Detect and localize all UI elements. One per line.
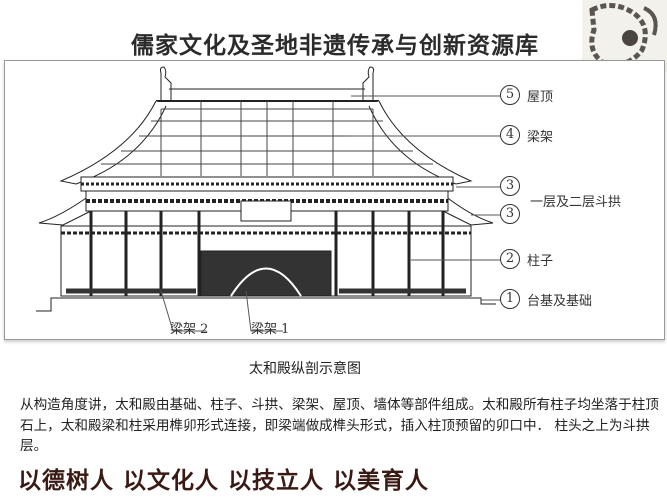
callout-label-columns: 柱子 xyxy=(527,254,554,269)
callout-label-brackets: 一层及二层斗拱 xyxy=(530,195,622,210)
callout-number-3-lower: 3 xyxy=(500,204,520,224)
callout-number-2: 2 xyxy=(500,249,520,269)
slogan: 以德树人 以文化人 以技立人 以美育人 xyxy=(18,467,430,494)
chiwen-left xyxy=(159,66,172,101)
callout-number-3-upper: 3 xyxy=(500,176,520,196)
diagram-frame xyxy=(4,60,665,340)
label-beam-frame-2: 梁架 2 xyxy=(170,322,209,337)
page-title: 儒家文化及圣地非遗传承与创新资源库 xyxy=(131,33,539,59)
callout-number-1: 1 xyxy=(500,289,520,309)
plaque xyxy=(240,200,292,222)
label-beam-frame-1: 梁架 1 xyxy=(251,322,290,337)
callout-number-4: 4 xyxy=(500,125,520,145)
callout-label-roof: 屋顶 xyxy=(527,90,554,105)
callout-number-5: 5 xyxy=(500,85,520,105)
chiwen-right xyxy=(362,66,375,101)
diagram-caption: 太和殿纵剖示意图 xyxy=(249,361,361,377)
description-paragraph: 从构造角度讲，太和殿由基础、柱子、斗拱、梁架、屋顶、墙体等部件组成。太和殿所有柱… xyxy=(20,397,659,454)
callout-label-beam-frame: 梁架 xyxy=(527,130,554,145)
central-doors xyxy=(200,250,332,297)
callout-label-foundation: 台基及基础 xyxy=(527,294,593,309)
